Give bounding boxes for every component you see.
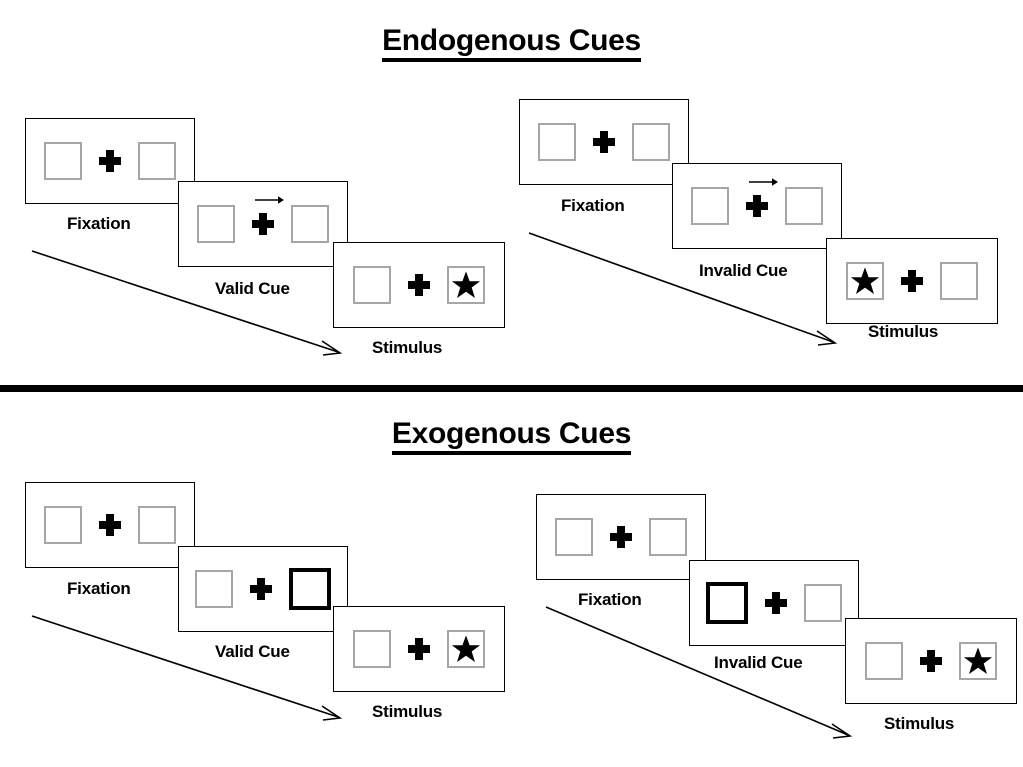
right-placeholder-box [138,142,176,180]
caption-exogenous-valid-fixation: Fixation [67,579,131,598]
panel-content [353,266,485,304]
panel-content [44,506,176,544]
left-placeholder-box [691,187,729,225]
caption-exogenous-invalid-cue: Invalid Cue [714,653,803,672]
right-arrow-icon [255,196,284,204]
panel-content [846,262,978,300]
fixation-cross-icon [251,196,284,236]
right-placeholder-box [291,205,329,243]
caption-endogenous-invalid-fixation: Fixation [561,196,625,215]
left-placeholder-box [44,506,82,544]
panel-content [538,123,670,161]
star-target-icon [451,635,481,663]
right-placeholder-box [649,518,687,556]
panel-content [195,568,331,610]
star-target-icon [451,271,481,299]
fixation-cross-icon [407,637,431,661]
right-placeholder-box [138,506,176,544]
left-placeholder-box [195,570,233,608]
fixation-cross-icon [919,649,943,673]
section-divider [0,385,1023,392]
right-placeholder-box [959,642,997,680]
caption-exogenous-invalid-stimulus: Stimulus [884,714,955,733]
section-title-endogenous-text: Endogenous Cues [382,25,641,62]
panel-content [353,630,485,668]
right-arrow-icon [749,178,778,186]
right-placeholder-box [447,630,485,668]
panel-endogenous-valid-stimulus [333,242,505,328]
panel-exogenous-valid-stimulus [333,606,505,692]
caption-endogenous-valid-fixation: Fixation [67,214,131,233]
left-placeholder-box [44,142,82,180]
left-placeholder-box [538,123,576,161]
caption-exogenous-valid-cue: Valid Cue [215,642,290,661]
star-target-icon [963,647,993,675]
panel-content [865,642,997,680]
section-title-exogenous: Exogenous Cues [0,417,1023,455]
left-placeholder-box [353,266,391,304]
right-cued-box [289,568,331,610]
panel-exogenous-invalid-stimulus [845,618,1017,704]
section-title-exogenous-text: Exogenous Cues [391,418,631,455]
left-cued-box [706,582,748,624]
right-placeholder-box [804,584,842,622]
panel-endogenous-invalid-stimulus [826,238,998,324]
fixation-cross-icon [609,525,633,549]
caption-endogenous-valid-cue: Valid Cue [215,279,290,298]
panel-content [555,518,687,556]
panel-endogenous-invalid-fixation [519,99,689,185]
right-placeholder-box [940,262,978,300]
left-placeholder-box [353,630,391,668]
right-placeholder-box [632,123,670,161]
panel-endogenous-valid-cue [178,181,348,267]
caption-endogenous-invalid-stimulus: Stimulus [868,322,939,341]
fixation-cross-icon [745,178,778,218]
fixation-cross-icon [900,269,924,293]
caption-endogenous-invalid-cue: Invalid Cue [699,261,788,280]
left-placeholder-box [197,205,235,243]
section-title-endogenous: Endogenous Cues [0,24,1023,62]
panel-exogenous-invalid-fixation [536,494,706,580]
caption-endogenous-valid-stimulus: Stimulus [372,338,443,357]
right-placeholder-box [447,266,485,304]
panel-exogenous-invalid-cue [689,560,859,646]
panel-exogenous-valid-fixation [25,482,195,568]
left-placeholder-box [846,262,884,300]
panel-endogenous-valid-fixation [25,118,195,204]
panel-endogenous-invalid-cue [672,163,842,249]
caption-exogenous-valid-stimulus: Stimulus [372,702,443,721]
star-target-icon [850,267,880,295]
left-placeholder-box [555,518,593,556]
panel-content [197,196,329,243]
panel-content [44,142,176,180]
caption-exogenous-invalid-fixation: Fixation [578,590,642,609]
fixation-cross-icon [98,513,122,537]
right-placeholder-box [785,187,823,225]
fixation-cross-icon [764,591,788,615]
panel-exogenous-valid-cue [178,546,348,632]
fixation-cross-icon [592,130,616,154]
fixation-cross-icon [249,577,273,601]
panel-content [706,582,842,624]
fixation-cross-icon [407,273,431,297]
fixation-cross-icon [98,149,122,173]
left-placeholder-box [865,642,903,680]
panel-content [691,178,823,225]
